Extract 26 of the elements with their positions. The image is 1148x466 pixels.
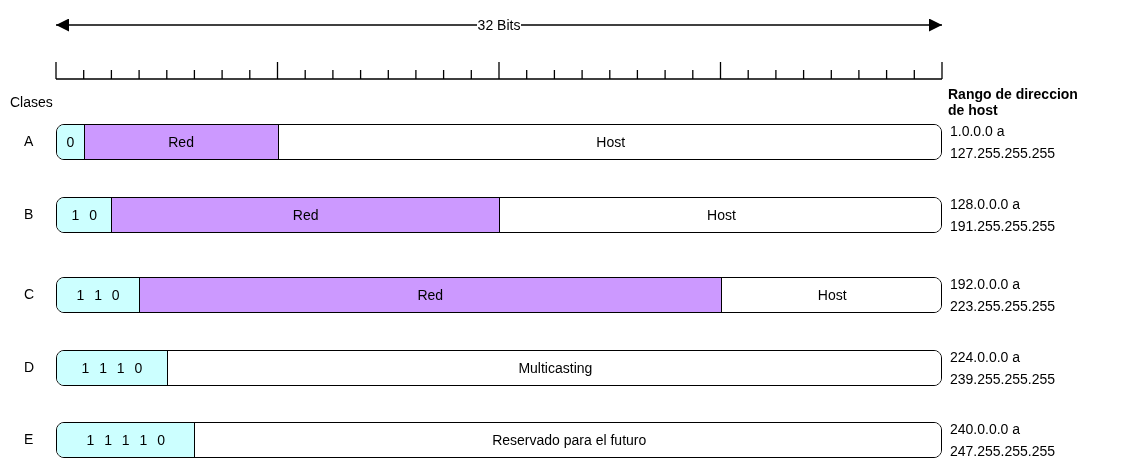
network-field: Red xyxy=(140,278,722,312)
bit-field: 1 1 1 0 xyxy=(57,351,168,385)
address-range: 240.0.0.0 a 247.255.255.255 xyxy=(950,420,1057,461)
column-heading: Rango de direccion de host xyxy=(948,86,1079,118)
bit-field: 1 1 1 1 0 xyxy=(57,423,196,457)
address-bar xyxy=(56,124,942,160)
class-letter: E xyxy=(24,431,34,447)
address-bar xyxy=(56,277,942,313)
row-heading: Clases xyxy=(10,94,53,110)
address-bar xyxy=(56,422,942,458)
dimension-label: 32 Bits xyxy=(476,17,522,33)
class-letter: D xyxy=(24,359,35,375)
network-field: Red xyxy=(112,198,500,232)
address-range: 192.0.0.0 a 223.255.255.255 xyxy=(950,275,1057,316)
class-letter: A xyxy=(24,133,34,149)
address-bar xyxy=(56,197,942,233)
class-letter: C xyxy=(24,286,35,302)
class-letter: B xyxy=(24,206,34,222)
bit-field: 1 0 xyxy=(57,198,113,232)
address-bar xyxy=(56,350,942,386)
network-field: Red xyxy=(84,125,279,159)
bit-field: 1 1 0 xyxy=(57,278,141,312)
address-range: 224.0.0.0 a 239.255.255.255 xyxy=(950,348,1057,389)
bit-field: 0 xyxy=(57,125,85,159)
address-range: 128.0.0.0 a 191.255.255.255 xyxy=(950,195,1057,236)
address-range: 1.0.0.0 a 127.255.255.255 xyxy=(950,122,1057,163)
